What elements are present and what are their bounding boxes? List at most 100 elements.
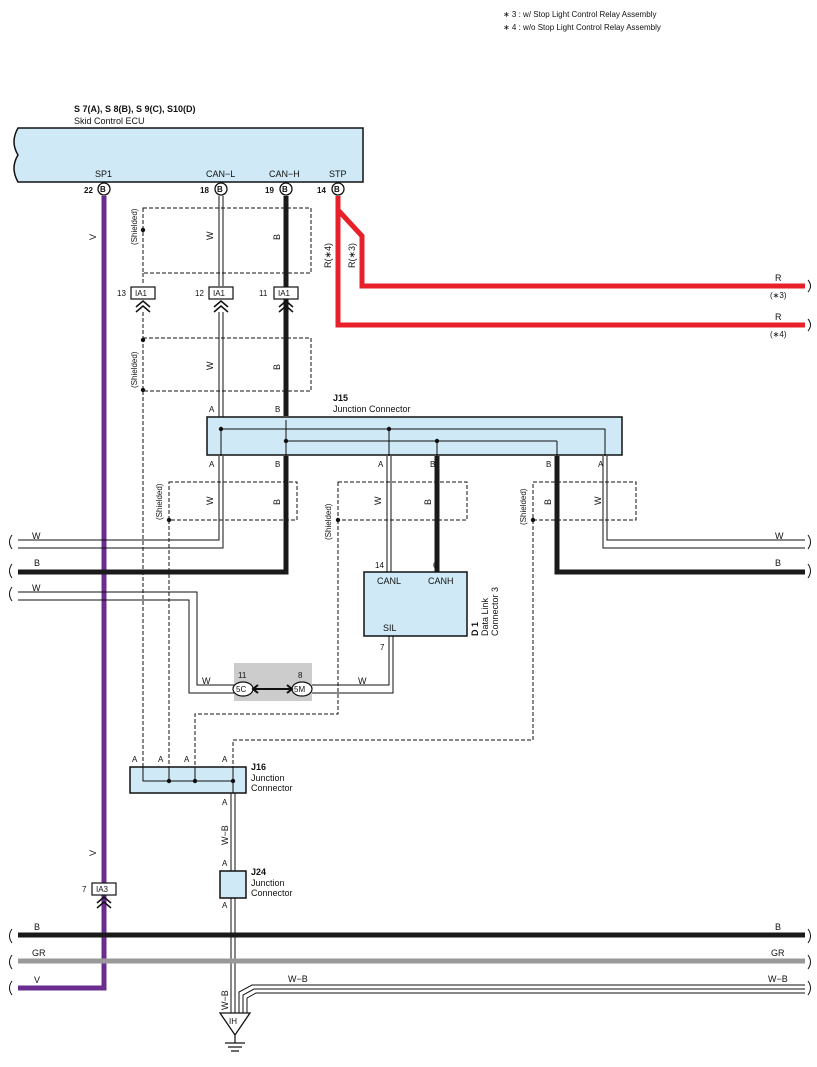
svg-text:W: W xyxy=(32,583,41,593)
svg-text:B: B xyxy=(546,460,551,469)
j15-name: Junction Connector xyxy=(333,404,411,414)
svg-text:IA1: IA1 xyxy=(278,289,291,298)
svg-text:22: 22 xyxy=(84,186,93,195)
svg-text:B: B xyxy=(34,922,40,932)
wire-w-splice-left xyxy=(18,591,235,694)
ecu-pin-18: 18 B xyxy=(200,182,228,196)
svg-text:B: B xyxy=(217,185,223,194)
j24-code: J24 xyxy=(251,867,266,877)
shield-box-left xyxy=(168,481,298,521)
svg-text:7: 7 xyxy=(82,885,87,894)
j15-box xyxy=(206,416,623,456)
j16-box xyxy=(129,766,247,794)
shield-label-mid: (Shielded) xyxy=(130,351,139,388)
ecu-pin-can-h: CAN−H xyxy=(269,169,300,179)
svg-text:A: A xyxy=(184,755,190,764)
wire-r4-label: R(∗4) xyxy=(323,243,333,268)
svg-text:Connector 3: Connector 3 xyxy=(490,587,500,636)
shield-drains xyxy=(168,520,534,785)
svg-text:W: W xyxy=(205,231,215,240)
svg-text:13: 13 xyxy=(117,289,126,298)
wire-r-note-3: (∗3) xyxy=(770,291,787,300)
ecu-pin-stp: STP xyxy=(329,169,347,179)
svg-text:W: W xyxy=(32,531,41,541)
wire-r-note-4: (∗4) xyxy=(770,330,787,339)
shield-label-top: (Shielded) xyxy=(130,208,139,245)
svg-text:(Shielded): (Shielded) xyxy=(155,483,164,520)
svg-text:SIL: SIL xyxy=(383,623,397,633)
svg-text:B: B xyxy=(430,460,435,469)
wire-can-l-w xyxy=(218,196,224,420)
svg-text:W: W xyxy=(205,361,215,370)
ecu-pin-sp1: SP1 xyxy=(95,169,112,179)
dlc-code: D 1 xyxy=(470,622,480,636)
wire-r-label-1: R xyxy=(775,273,782,283)
note-wo-stop-light-relay: ∗ 4 : w/o Stop Light Control Relay Assem… xyxy=(503,23,661,32)
svg-text:IA1: IA1 xyxy=(213,289,226,298)
svg-text:14: 14 xyxy=(317,186,326,195)
wire-r-ends xyxy=(807,279,811,332)
svg-text:GR: GR xyxy=(771,948,785,958)
wire-w-left-bus xyxy=(18,456,224,549)
svg-text:Junction: Junction xyxy=(251,878,285,888)
j15-internal xyxy=(220,420,606,456)
svg-text:11: 11 xyxy=(238,671,247,680)
svg-text:W: W xyxy=(205,496,215,505)
shield-box-center xyxy=(337,481,468,521)
wire-r3-label: R(∗3) xyxy=(347,243,357,268)
svg-text:A: A xyxy=(209,460,215,469)
wire-b-left-bus xyxy=(18,456,289,575)
wire-w-dlc-canl xyxy=(386,456,392,572)
svg-text:B: B xyxy=(272,364,282,370)
connector-ia1-11: 11 IA1 xyxy=(259,286,299,313)
note-w-stop-light-relay: ∗ 3 : w/ Stop Light Control Relay Assemb… xyxy=(503,10,656,19)
shield-box-right xyxy=(532,481,637,521)
svg-text:Connector: Connector xyxy=(251,888,293,898)
svg-text:A: A xyxy=(222,798,228,807)
ecu-pin-can-l: CAN−L xyxy=(206,169,235,179)
svg-text:A: A xyxy=(132,755,138,764)
svg-text:W−B: W−B xyxy=(220,825,230,845)
ecu-pin-14: 14 B xyxy=(317,182,345,196)
svg-text:B: B xyxy=(272,234,282,240)
svg-text:B: B xyxy=(775,558,781,568)
j16-code: J16 xyxy=(251,762,266,772)
ecu-pin-19: 19 B xyxy=(265,182,293,196)
svg-text:CANL: CANL xyxy=(377,576,401,586)
svg-text:GR: GR xyxy=(32,948,46,958)
svg-text:W: W xyxy=(593,496,603,505)
svg-text:IA1: IA1 xyxy=(135,289,148,298)
ecu-pin-22: 22 B xyxy=(84,182,111,196)
j24-box xyxy=(219,870,247,899)
wire-v-label-top: V xyxy=(88,234,98,240)
svg-text:6: 6 xyxy=(433,561,438,570)
svg-text:B: B xyxy=(100,185,106,194)
data-link-connector-3 xyxy=(363,571,468,637)
ecu-name: Skid Control ECU xyxy=(74,116,145,126)
svg-text:A: A xyxy=(158,755,164,764)
svg-text:A: A xyxy=(222,901,228,910)
svg-text:8: 8 xyxy=(298,671,303,680)
j15-code: J15 xyxy=(333,393,348,403)
svg-text:B: B xyxy=(775,922,781,932)
svg-text:W: W xyxy=(358,676,367,686)
svg-text:B: B xyxy=(334,185,340,194)
svg-text:Junction: Junction xyxy=(251,773,285,783)
svg-text:W: W xyxy=(373,496,383,505)
svg-text:A: A xyxy=(222,755,228,764)
svg-text:W−B: W−B xyxy=(768,974,788,984)
svg-text:B: B xyxy=(34,558,40,568)
svg-text:5C: 5C xyxy=(236,685,246,694)
svg-text:B: B xyxy=(282,185,288,194)
connector-ia1-13: 13 IA1 xyxy=(117,286,156,313)
svg-text:A: A xyxy=(378,460,384,469)
svg-text:A: A xyxy=(209,405,215,414)
svg-text:W: W xyxy=(202,676,211,686)
svg-text:W−B: W−B xyxy=(288,974,308,984)
wire-v-label-bottom: V xyxy=(88,850,98,856)
svg-text:(Shielded): (Shielded) xyxy=(324,503,333,540)
svg-text:14: 14 xyxy=(375,561,384,570)
svg-text:IA3: IA3 xyxy=(96,885,109,894)
svg-text:B: B xyxy=(275,460,280,469)
